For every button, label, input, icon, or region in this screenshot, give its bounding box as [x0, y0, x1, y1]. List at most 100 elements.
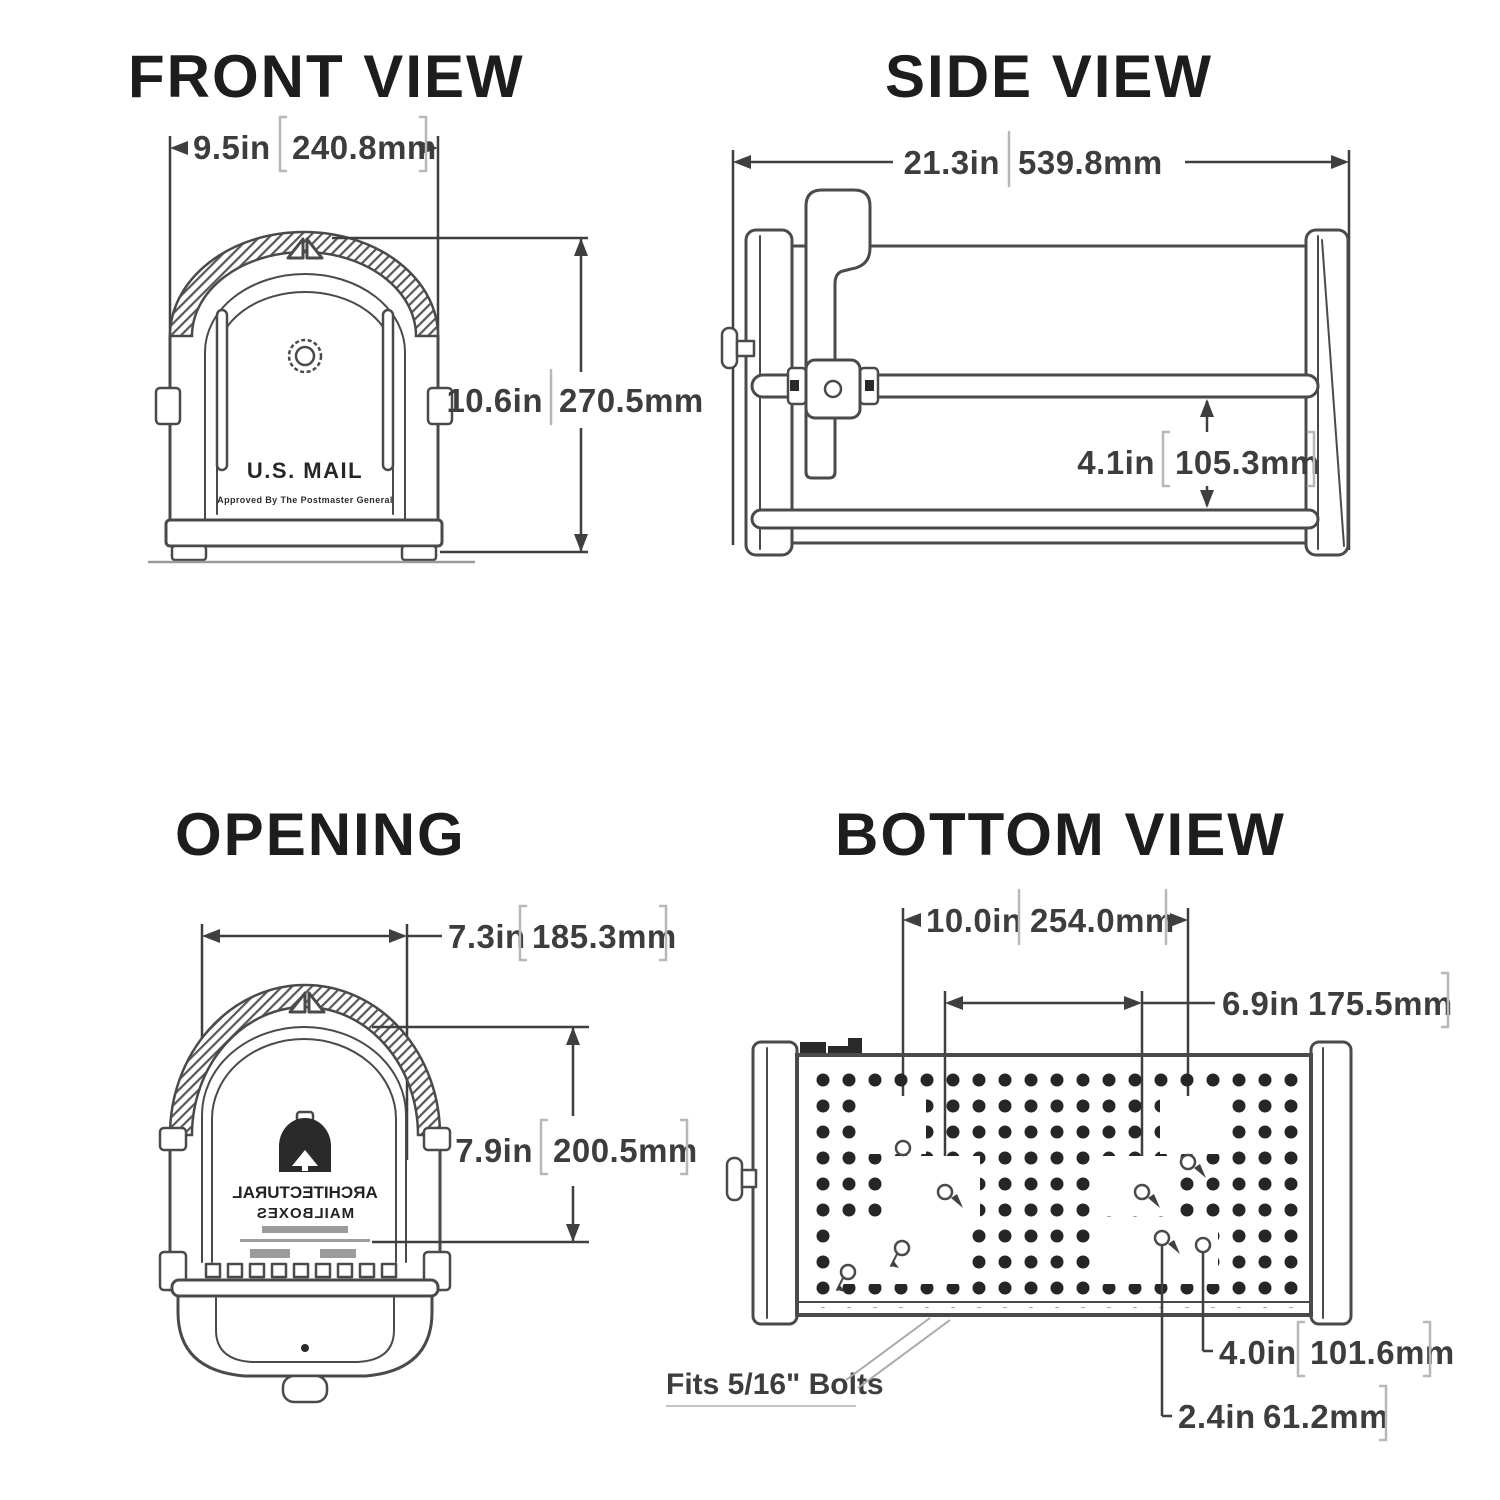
opening-height-mm: 200.5mm: [553, 1132, 698, 1169]
divider-rule: [240, 1239, 370, 1242]
bracket-left: [278, 115, 288, 173]
hole-pointer-b: [951, 1194, 963, 1208]
foot-right: [400, 544, 438, 562]
lower-rail: [750, 508, 1320, 530]
bottom-hole-span-mm: 175.5mm: [1308, 985, 1453, 1022]
latch-block-c: [848, 1038, 862, 1046]
rear-band-diagonal: [1321, 239, 1345, 547]
bottom-view-title: BOTTOM VIEW: [835, 801, 1286, 868]
side-clip-right: [426, 386, 454, 426]
front-height-in: 10.6in: [446, 382, 543, 419]
opening-title: OPENING: [175, 801, 466, 868]
flag-pivot-hole: [823, 379, 843, 399]
bracket-left: [518, 904, 528, 962]
bottom-offset-b-dimension: 2.4in 61.2mm: [1160, 1246, 1389, 1442]
bolt-keyholes: [836, 1239, 911, 1292]
opening-height-in: 7.9in: [455, 1132, 533, 1169]
bracket-right: [679, 1118, 689, 1176]
side-rail-gap-mm: 105.3mm: [1175, 444, 1320, 481]
mounting-hole-d: [1179, 1153, 1197, 1171]
bolt-note-leader-1: [845, 1317, 931, 1381]
fine-print-left: [250, 1249, 290, 1258]
dome-bowtie-right: [305, 237, 324, 260]
rear-band: [1309, 1040, 1353, 1326]
door-knob-cap: [720, 326, 739, 370]
arrowhead-down: [566, 1224, 580, 1242]
door-knob-inner: [294, 345, 316, 367]
brand-logo: [279, 1118, 331, 1172]
mounting-hole-f: [1194, 1236, 1212, 1254]
bottom-offset-a-dimension: 4.0in 101.6mm: [1201, 1253, 1455, 1378]
door-groove-right: [381, 308, 395, 472]
door-pull-tab: [281, 1374, 329, 1404]
hole-pointer-d: [1194, 1164, 1206, 1178]
bolt-note-group: Fits 5/16" Bolts: [666, 1317, 951, 1407]
side-view: SIDE VIEW 21.3in 539.8mm: [720, 43, 1351, 557]
hole-pointer-c: [1148, 1194, 1160, 1208]
door-sill: [170, 1278, 440, 1298]
hole-pointer-e: [1168, 1240, 1180, 1254]
arrowhead-right: [389, 929, 407, 943]
mounting-holes: [894, 1139, 1212, 1254]
mounting-hole-c: [1133, 1183, 1151, 1201]
arrowhead-left: [202, 929, 220, 943]
brand-line2-mirrored: MAILBOXES: [256, 1205, 354, 1222]
arrowhead-down: [1200, 490, 1214, 508]
bracket-right: [1378, 1384, 1388, 1442]
bottom-depth-dimension: 10.0in 254.0mm: [901, 888, 1190, 1155]
side-clip-right-upper: [422, 1126, 452, 1152]
bottom-drawing: [725, 1038, 1353, 1326]
brand-logo-trunk: [302, 1166, 308, 1171]
bracket-right: [418, 115, 428, 173]
hinge-teeth: [204, 1262, 398, 1279]
side-length-in: 21.3in: [903, 144, 1000, 181]
bracket-right: [1422, 1320, 1432, 1378]
upper-rail: [750, 373, 1320, 399]
opening-height-dimension: 7.9in 200.5mm: [372, 1025, 698, 1244]
front-band: [751, 1040, 799, 1326]
arrowhead-right: [1170, 913, 1188, 927]
flag-bracket: [804, 188, 872, 480]
opening-rim-outline: [201, 1026, 407, 1263]
arrowhead-right: [1124, 996, 1142, 1010]
bottom-offset-b-mm: 61.2mm: [1263, 1398, 1389, 1435]
opening-width-in: 7.3in: [448, 918, 526, 955]
side-view-title: SIDE VIEW: [885, 43, 1213, 110]
bottom-hole-span-dimension: 6.9in 175.5mm: [943, 971, 1453, 1185]
keyhole-slot-2: [839, 1263, 857, 1281]
opening-rim-inner: [211, 1038, 397, 1263]
bottom-depth-mm: 254.0mm: [1030, 902, 1175, 939]
side-length-dimension: 21.3in 539.8mm: [731, 130, 1351, 550]
bottom-offset-b-in: 2.4in: [1178, 1398, 1256, 1435]
front-mailbox-drawing: U.S. MAIL Approved By The Postmaster Gen…: [148, 230, 475, 564]
arrowhead-left: [903, 913, 921, 927]
door-knob-cap: [725, 1156, 744, 1202]
front-width-dimension: 9.5in 240.8mm: [168, 115, 440, 340]
arrowhead-right: [1331, 155, 1349, 169]
dome-bowtie-right: [307, 991, 326, 1014]
mounting-hole-a: [894, 1139, 912, 1157]
bracket-right: [658, 904, 668, 962]
front-width-in: 9.5in: [193, 129, 271, 166]
door-flap-lip: [215, 1295, 395, 1363]
front-view-title: FRONT VIEW: [128, 43, 525, 110]
arrowhead-right: [420, 141, 438, 155]
door-knob-stem: [735, 339, 756, 358]
opening-width-mm: 185.3mm: [532, 918, 677, 955]
arrowhead-left: [945, 996, 963, 1010]
bottom-offset-a-mm: 101.6mm: [1310, 1334, 1455, 1371]
keyhole-slot-1: [893, 1239, 911, 1257]
bracket-left: [539, 1118, 549, 1176]
door-outline: [204, 273, 406, 521]
side-clip-left: [154, 386, 182, 426]
bottom-plate-outline: [795, 1053, 1313, 1317]
door-groove-left: [215, 308, 229, 472]
mounting-hole-b: [936, 1183, 954, 1201]
base-band: [164, 518, 444, 548]
front-view: FRONT VIEW 9.5in 240.8mm U.S. MAIL: [128, 43, 703, 564]
side-rail-gap-dimension: 4.1in 105.3mm: [1077, 399, 1319, 508]
postmaster-sublabel: Approved By The Postmaster General: [217, 495, 393, 505]
pivot-ear-notch-left: [790, 380, 799, 391]
dome-bowtie-left: [288, 991, 307, 1014]
door-knob-stem: [740, 1168, 758, 1189]
